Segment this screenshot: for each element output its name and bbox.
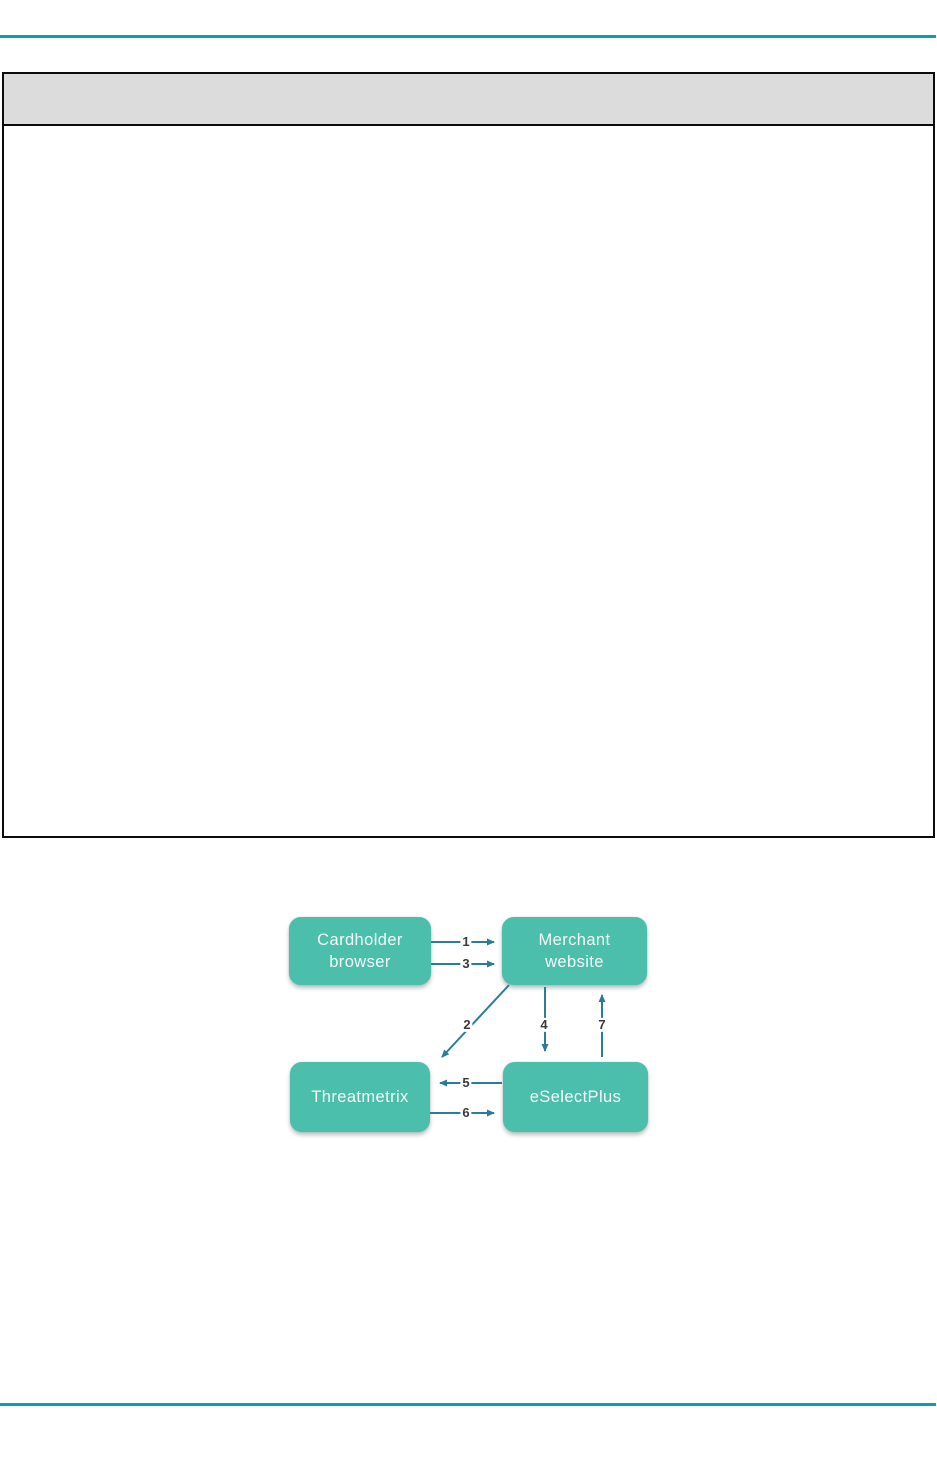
edge-4-label: 4 (538, 1016, 550, 1033)
node-eselectplus: eSelectPlus (503, 1062, 648, 1132)
callout-box (2, 72, 935, 838)
node-cardholder-browser: Cardholder browser (289, 917, 431, 985)
callout-box-header (4, 74, 933, 126)
flow-diagram: Cardholder browser Merchant website Thre… (280, 910, 660, 1150)
edge-5-label: 5 (460, 1074, 472, 1091)
edge-3-label: 3 (460, 955, 472, 972)
arrow-2 (441, 984, 510, 1058)
callout-box-body (4, 126, 933, 836)
node-merchant-website: Merchant website (502, 917, 647, 985)
edge-2-label: 2 (461, 1016, 473, 1033)
edge-7-label: 7 (596, 1016, 608, 1033)
node-threatmetrix: Threatmetrix (290, 1062, 430, 1132)
edge-6-label: 6 (460, 1104, 472, 1121)
footer-rule (0, 1403, 936, 1406)
header-rule (0, 35, 936, 38)
edge-1-label: 1 (460, 933, 472, 950)
